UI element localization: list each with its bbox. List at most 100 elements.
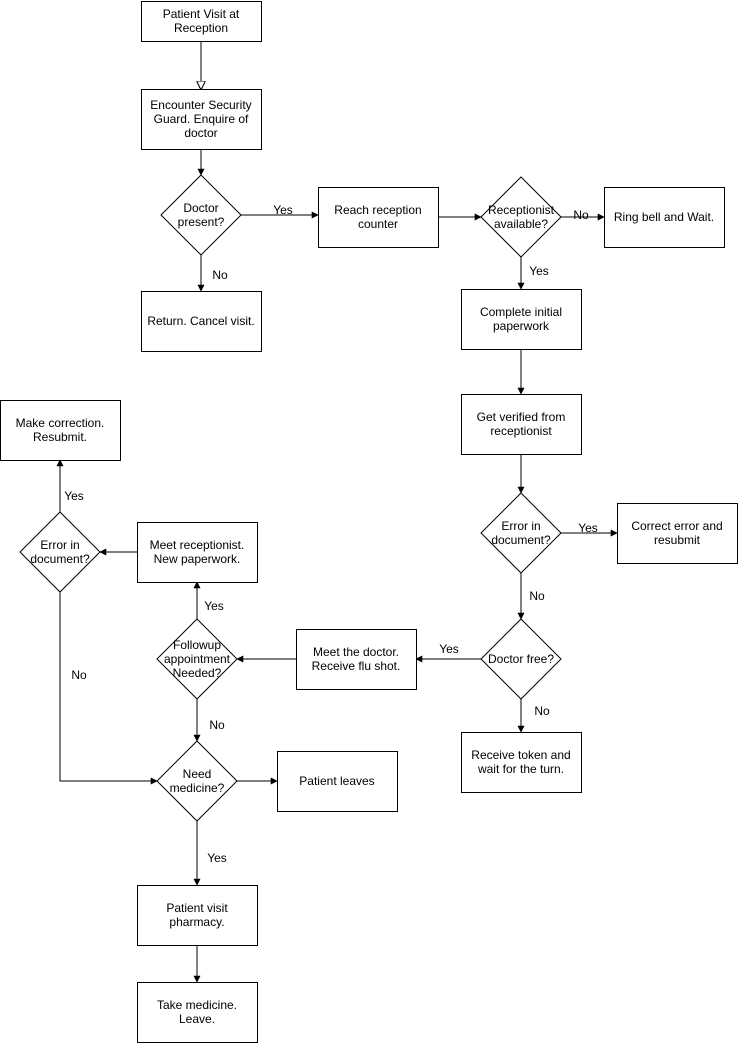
edge-followup-to-meet_receptionist: Yes — [193, 581, 224, 619]
edge-need_medicine-to-visit_pharmacy: Yes — [193, 821, 227, 886]
edge-label: Yes — [439, 642, 459, 656]
node-label-line: Reception — [174, 21, 228, 35]
node-label-line: Patient leaves — [299, 774, 374, 788]
step-return-cancel: Return. Cancel visit. — [141, 291, 262, 352]
step-meet-doctor: Meet the doctor.Receive flu shot. — [296, 629, 417, 690]
edge-label: No — [529, 589, 545, 603]
decision-diamond — [160, 174, 242, 256]
node-label-line: Complete initial — [480, 305, 562, 319]
edge-label: No — [573, 208, 589, 222]
node-label-line: counter — [358, 217, 398, 231]
process-box — [277, 751, 398, 812]
process-box — [137, 522, 258, 583]
process-box — [461, 394, 582, 455]
decision-doctor-free: Doctor free? — [480, 618, 562, 700]
edge-label: Yes — [204, 599, 224, 613]
process-box — [141, 89, 262, 150]
process-box — [137, 982, 258, 1043]
node-label-line: paperwork — [493, 319, 550, 333]
process-box — [296, 629, 417, 690]
node-label-line: pharmacy. — [169, 915, 224, 929]
node-label-line: Make correction. — [16, 416, 105, 430]
node-label-line: wait for the turn. — [477, 762, 564, 776]
process-box — [318, 187, 439, 248]
edge-label: No — [71, 668, 87, 682]
edge-label: Yes — [207, 851, 227, 865]
edge-error_doc_left-to-make_correction: Yes — [56, 459, 84, 512]
node-label-line: Need — [183, 767, 212, 781]
edge-error_doc_left-to-need_medicine: No — [59, 592, 158, 785]
edge-label: No — [212, 268, 228, 282]
edge-label: Yes — [529, 264, 549, 278]
step-meet-receptionist: Meet receptionist.New paperwork. — [137, 522, 258, 583]
edge-label: Yes — [273, 203, 293, 217]
node-label-line: Receive flu shot. — [312, 659, 401, 673]
decision-diamond — [156, 740, 238, 822]
node-label-line: Reach reception — [334, 203, 421, 217]
process-box — [141, 291, 262, 352]
node-label-line: Needed? — [173, 666, 222, 680]
edge-followup-to-need_medicine: No — [193, 699, 225, 742]
decision-diamond — [480, 618, 562, 700]
node-label-line: Take medicine. — [157, 998, 237, 1012]
edge-label: No — [534, 704, 550, 718]
edge-doctor_free-to-meet_doctor: Yes — [415, 642, 481, 663]
step-ring-bell: Ring bell and Wait. — [604, 187, 725, 248]
node-label-line: Error in — [40, 538, 79, 552]
node-label-line: Return. Cancel visit. — [147, 314, 254, 328]
node-label-line: medicine? — [170, 781, 225, 795]
node-label-line: Receptionist — [488, 203, 555, 217]
step-make-correction: Make correction.Resubmit. — [0, 400, 121, 461]
decision-diamond — [480, 176, 562, 258]
connector-arrow — [59, 592, 158, 785]
node-label-line: Followup — [173, 638, 221, 652]
edge-label: Yes — [64, 489, 84, 503]
process-box — [604, 187, 725, 248]
edge-doctor_present-to-reach_counter: Yes — [241, 203, 319, 219]
node-label-line: Meet receptionist. — [150, 538, 245, 552]
process-box — [141, 1, 262, 42]
decision-diamond — [19, 511, 101, 593]
edge-error_doc_right-to-doctor_free: No — [517, 573, 545, 620]
node-label-line: appointment — [164, 652, 231, 666]
node-label-line: document? — [491, 533, 551, 547]
node-label-line: document? — [30, 552, 90, 566]
decision-diamond — [480, 492, 562, 574]
node-label-line: Get verified from — [477, 410, 566, 424]
node-label-line: Meet the doctor. — [313, 645, 399, 659]
node-label-line: Doctor free? — [488, 652, 554, 666]
step-patient-leaves: Patient leaves — [277, 751, 398, 812]
edge-receptionist_available-to-ring_bell: No — [561, 208, 605, 222]
edge-doctor_present-to-return_cancel: No — [197, 255, 228, 292]
node-label-line: New paperwork. — [154, 552, 241, 566]
node-label-line: Receive token and — [471, 748, 570, 762]
node-label-line: Leave. — [179, 1012, 215, 1026]
node-label-line: receptionist — [490, 424, 552, 438]
node-label-line: available? — [494, 217, 548, 231]
node-label-line: Resubmit. — [33, 430, 87, 444]
node-label-line: Ring bell and Wait. — [614, 210, 714, 224]
process-box — [137, 885, 258, 946]
node-label-line: Error in — [501, 519, 540, 533]
edge-label: Yes — [578, 521, 598, 535]
step-take-medicine: Take medicine.Leave. — [137, 982, 258, 1043]
node-label-line: Guard. Enquire of — [154, 112, 249, 126]
edge-label: No — [209, 718, 225, 732]
process-box — [0, 400, 121, 461]
